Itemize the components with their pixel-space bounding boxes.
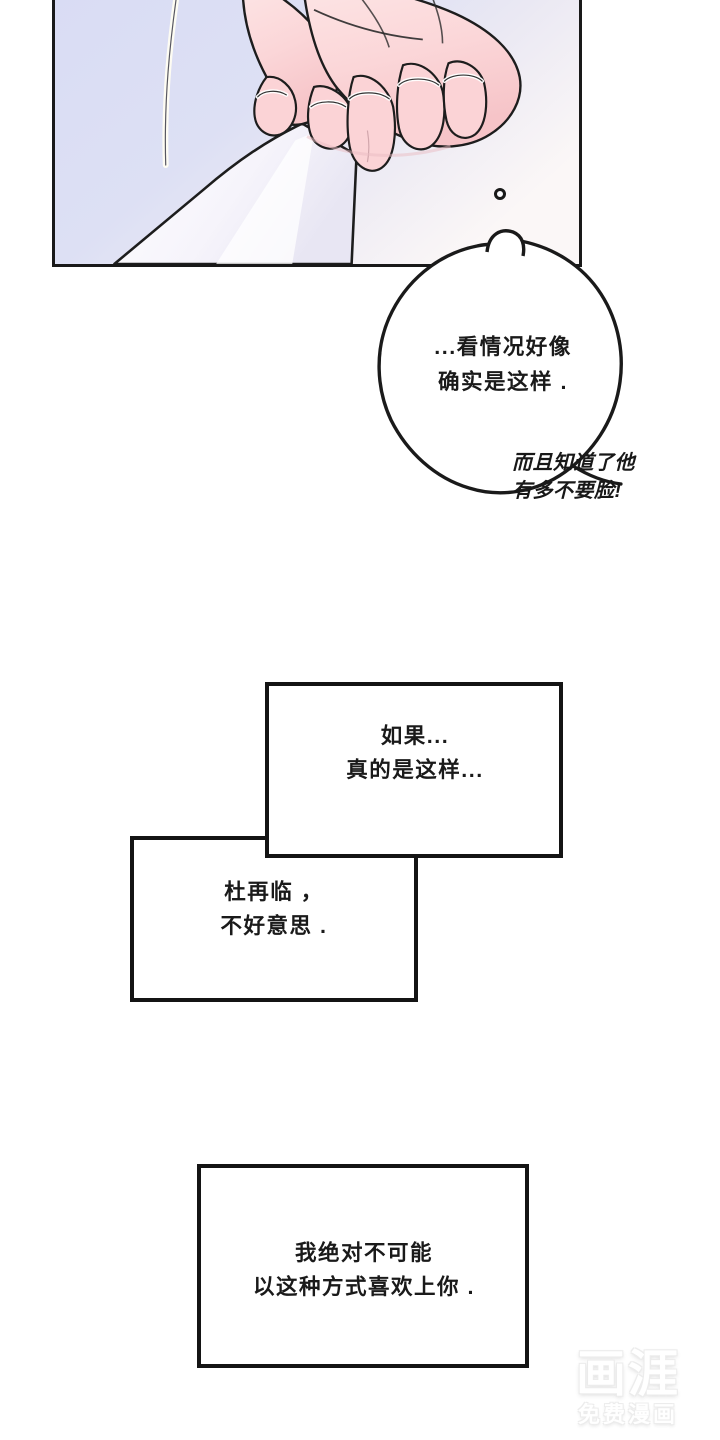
text-box-upper: [265, 682, 563, 858]
watermark-subtitle: 免费漫画: [577, 1402, 678, 1427]
hands-illustration-icon: [55, 0, 579, 264]
box-overlap-mask: [269, 840, 418, 854]
text-box-final: [197, 1164, 529, 1368]
bubble-dot-icon: [494, 188, 506, 200]
bubble-shape-icon: [377, 229, 623, 495]
bubble-text: ...看情况好像 确实是这样 .: [434, 335, 572, 394]
text-box-upper-text: 如果... 真的是这样...: [346, 724, 484, 782]
text-box-lower-text: 杜再临 ， 不好意思 .: [220, 880, 328, 938]
text-box-final-text: 我绝对不可能 以这种方式喜欢上你 .: [253, 1241, 475, 1300]
speech-bubble-round: ...看情况好像 确实是这样 .: [377, 229, 629, 506]
panel-illustration: [52, 0, 582, 267]
watermark-logo: 画涯: [576, 1346, 680, 1402]
watermark: 画涯 免费漫画: [544, 1349, 712, 1426]
narration-text: 而且知道了他 有多不要脸!: [512, 452, 635, 503]
